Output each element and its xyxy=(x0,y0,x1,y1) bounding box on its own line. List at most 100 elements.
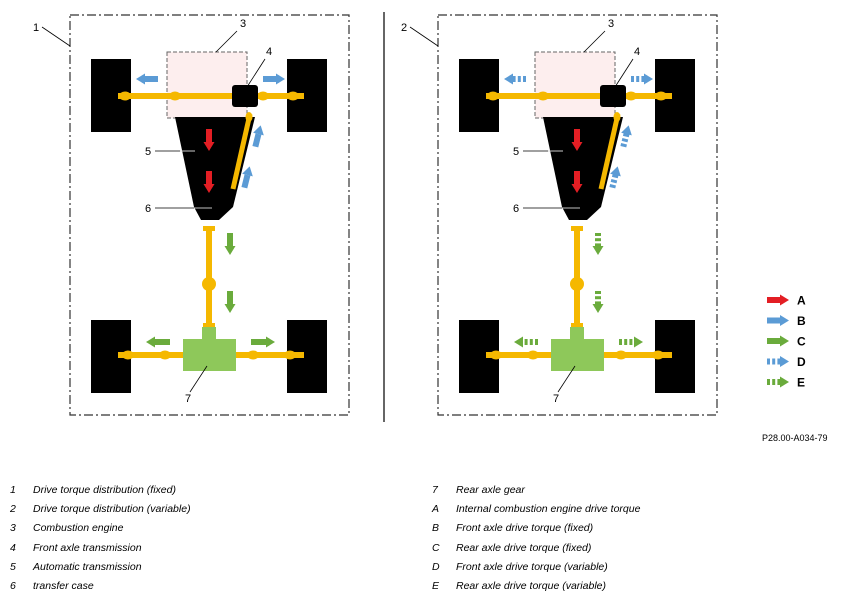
panel2-rear-joint-1 xyxy=(527,350,539,360)
legend-label-a: A xyxy=(797,294,806,308)
key-id-c: C xyxy=(432,541,440,554)
legend-arrow-c xyxy=(767,335,789,347)
panel2-front-axle-shaft xyxy=(486,93,672,99)
panel1-arrow-rear-shaft-2 xyxy=(224,291,236,313)
legend-arrow-b xyxy=(767,315,789,326)
panel1-front-joint-0 xyxy=(119,91,131,101)
panel2-callout-7: 7 xyxy=(553,393,559,405)
panel2-front-joint-1 xyxy=(537,91,549,101)
key-text-5: Automatic transmission xyxy=(33,560,142,573)
panel2-arrow-rear-shaft-1 xyxy=(592,233,604,255)
key-text-e: Rear axle drive torque (variable) xyxy=(456,580,606,592)
key-text-4: Front axle transmission xyxy=(33,541,142,554)
panel2-front-joint-0 xyxy=(487,91,499,101)
panel1-front-joint-3 xyxy=(287,91,299,101)
panel2-callout-4: 4 xyxy=(634,46,640,58)
key-text-a: Internal combustion engine drive torque xyxy=(456,503,641,516)
panel1-rear-gear-neck xyxy=(202,327,216,339)
panel2-rear-joint-3 xyxy=(652,350,664,360)
key-id-6: 6 xyxy=(10,580,16,592)
key-id-2: 2 xyxy=(10,503,16,516)
legend-arrow-d xyxy=(767,356,789,367)
panel1-front-joint-2 xyxy=(257,91,269,101)
panel2-front-driveshaft xyxy=(598,113,621,190)
panel2-arrow-front-right xyxy=(631,73,653,85)
panel2-automatic-transmission xyxy=(543,117,623,220)
panel2-arrow-front-shaft-2 xyxy=(609,166,621,189)
panel1-rear-joint-0 xyxy=(122,350,134,360)
panel1-arrow-engine-torque-1 xyxy=(203,129,215,151)
panel2-callout-6: 6 xyxy=(513,203,519,215)
panel2-callout-4-leader xyxy=(614,58,634,88)
panel1-callout-3-leader xyxy=(215,30,238,53)
panel1-front-driveshaft-joint xyxy=(245,112,253,122)
panel1-number-leader xyxy=(41,26,71,47)
panel2-combustion-engine xyxy=(534,51,616,119)
panel2-callout-7-leader xyxy=(557,365,576,393)
panel2-rear-axle-gear-band xyxy=(551,352,604,358)
panel1-rear-driveshaft-flange-lower xyxy=(203,323,215,328)
key-text-1: Drive torque distribution (fixed) xyxy=(33,484,176,496)
panel-2: 2 3 4 5 6 7 xyxy=(401,14,718,416)
panel2-callout-5: 5 xyxy=(513,146,519,158)
panel2-rear-gear-neck xyxy=(570,327,584,339)
panel1-arrow-engine-torque-2 xyxy=(203,171,215,193)
panel1-rear-driveshaft-flange xyxy=(203,226,215,231)
key-text-3: Combustion engine xyxy=(33,522,124,535)
panel1-front-driveshaft xyxy=(230,113,253,190)
key-text-2: Drive torque distribution (variable) xyxy=(33,503,191,516)
panel1-callout-7-leader xyxy=(189,365,208,393)
panel1-callout-4: 4 xyxy=(266,46,272,58)
panel1-callout-3: 3 xyxy=(240,18,246,30)
legend-label-b: B xyxy=(797,314,806,328)
panel2-rear-driveshaft xyxy=(574,226,580,326)
figure-reference: P28.00-A034-79 xyxy=(762,433,828,443)
panel2-rear-driveshaft-flange-lower xyxy=(571,323,583,328)
key-text-d: Front axle drive torque (variable) xyxy=(456,560,608,573)
panel1-callout-6: 6 xyxy=(145,203,151,215)
panel2-arrow-engine-torque-1 xyxy=(571,129,583,151)
panel2-front-joint-2 xyxy=(625,91,637,101)
key-id-a: A xyxy=(432,503,440,516)
panel2-callout-3: 3 xyxy=(608,18,614,30)
key-text-7: Rear axle gear xyxy=(456,484,525,496)
panel1-arrow-rear-left xyxy=(146,336,170,348)
panel1-callout-4-leader xyxy=(246,58,266,88)
panel2-arrow-front-shaft-1 xyxy=(620,125,632,148)
panel2-number-label: 2 xyxy=(401,22,407,34)
panel1-arrow-front-left xyxy=(136,73,158,85)
panel1-arrow-rear-right xyxy=(251,336,275,348)
legend-label-d: D xyxy=(797,355,806,369)
panel1-front-joint-1 xyxy=(169,91,181,101)
legend-arrow-a xyxy=(767,294,789,306)
key-id-b: B xyxy=(432,522,440,535)
legend-label-c: C xyxy=(797,335,806,349)
panel1-front-axle-transmission xyxy=(232,85,258,107)
panel1-callout-5: 5 xyxy=(145,146,151,158)
panel1-rear-joint-2 xyxy=(247,350,259,360)
panel2-border xyxy=(437,14,718,416)
key-id-4: 4 xyxy=(10,541,16,554)
panel1-rear-joint-3 xyxy=(284,350,296,360)
panel-1: 1 3 4 5 6 7 xyxy=(33,14,350,416)
panel2-rear-joint-2 xyxy=(615,350,627,360)
panel1-callout-7: 7 xyxy=(185,393,191,405)
panel2-arrow-front-left xyxy=(504,73,526,85)
panel1-number-label: 1 xyxy=(33,22,39,34)
panel1-arrow-front-shaft-2 xyxy=(241,166,253,189)
panel2-arrow-rear-shaft-2 xyxy=(592,291,604,313)
key-id-d: D xyxy=(432,560,440,573)
panel2-front-driveshaft-joint xyxy=(613,112,621,122)
panel2-rear-driveshaft-joint xyxy=(570,277,584,291)
key-id-3: 3 xyxy=(10,522,16,535)
panel2-callout-3-leader xyxy=(583,30,606,53)
panel2-front-axle-transmission xyxy=(600,85,626,107)
panel2-front-joint-3 xyxy=(655,91,667,101)
panel2-number-leader xyxy=(409,26,439,47)
legend-arrow-e xyxy=(767,376,789,388)
panel2-arrow-rear-right xyxy=(619,336,643,348)
panel1-arrow-front-shaft-1 xyxy=(252,125,264,148)
panel2-arrow-rear-left xyxy=(514,336,538,348)
panel2-rear-joint-0 xyxy=(490,350,502,360)
